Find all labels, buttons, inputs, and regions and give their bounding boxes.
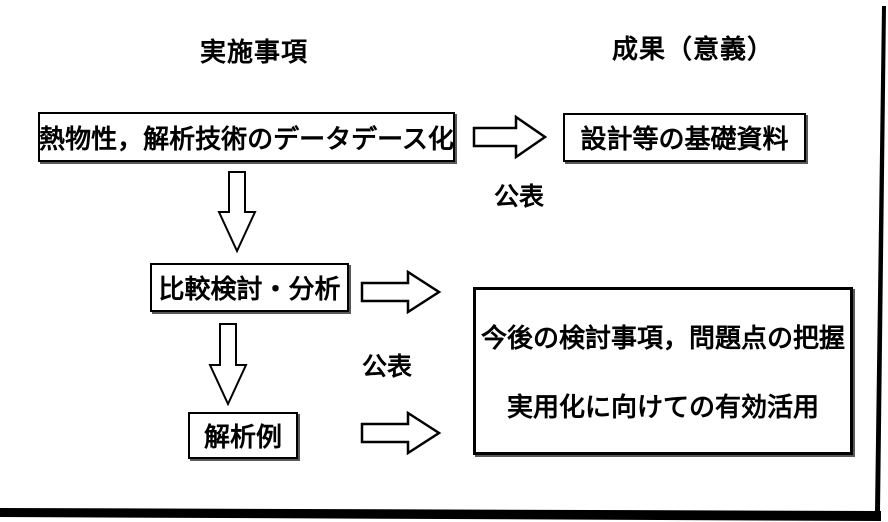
box-comparison-analysis: 比較検討・分析 [150, 263, 349, 312]
down-block-arrow-icon [208, 322, 248, 407]
right-block-arrow-icon [360, 269, 442, 315]
frame-right-edge [875, 6, 886, 512]
box-analysis-example-label: 解析例 [203, 423, 282, 453]
box-future-outcomes: 今後の検討事項，問題点の把握 実用化に向けての有効活用 [473, 287, 853, 455]
box-future-outcomes-line1: 今後の検討事項，問題点の把握 [480, 324, 845, 354]
box-design-basic-data-label: 設計等の基礎資料 [580, 125, 789, 155]
box-thermophysical-database-label: 熱物性，解析技術のデータデース化 [39, 124, 454, 155]
box-design-basic-data: 設計等の基礎資料 [563, 113, 806, 162]
column-header-results: 成果（意義） [612, 35, 775, 65]
down-block-arrow-icon [217, 170, 257, 254]
box-analysis-example: 解析例 [188, 412, 298, 459]
box-thermophysical-database: 熱物性，解析技術のデータデース化 [38, 112, 455, 162]
column-header-implementation: 実施事項 [200, 38, 309, 68]
publish-label-bottom: 公表 [362, 352, 413, 381]
right-block-arrow-icon [360, 410, 442, 456]
publish-label-top: 公表 [494, 182, 545, 211]
right-block-arrow-icon [472, 114, 548, 160]
box-future-outcomes-line2: 実用化に向けての有効活用 [506, 393, 819, 423]
frame-bottom-edge [0, 508, 881, 521]
box-comparison-analysis-label: 比較検討・分析 [158, 275, 341, 305]
